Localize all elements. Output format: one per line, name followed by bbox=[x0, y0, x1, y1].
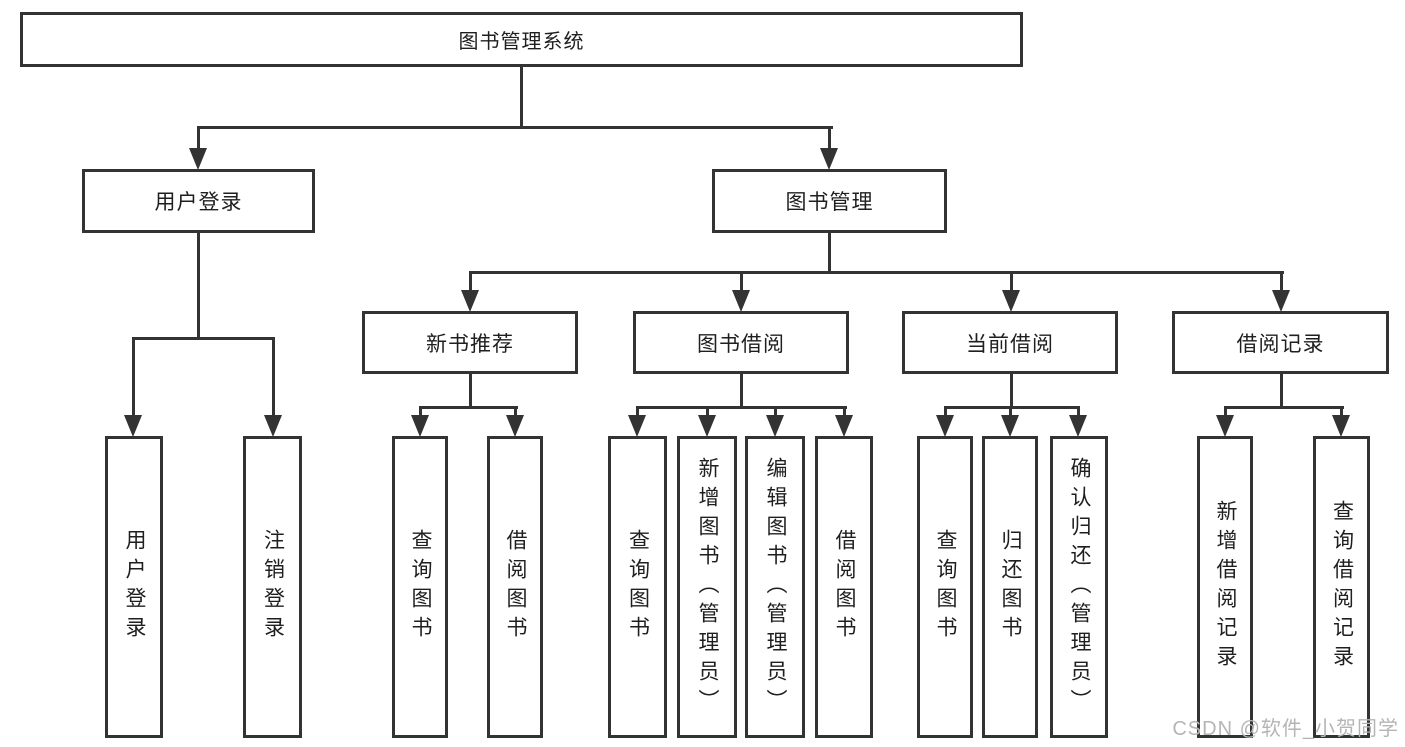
connector-line bbox=[944, 406, 947, 418]
arrowhead-down bbox=[835, 415, 853, 437]
leaf-query-books-2: 查询图书 bbox=[608, 436, 667, 738]
connector-line bbox=[132, 337, 135, 417]
arrowhead-down bbox=[732, 290, 750, 312]
leaf-borrow-books-1: 借阅图书 bbox=[487, 436, 543, 738]
arrowhead-down bbox=[189, 148, 207, 170]
connector-line bbox=[944, 406, 1080, 409]
node-borrow-records-label: 借阅记录 bbox=[1236, 332, 1325, 356]
leaf-borrow-books-2: 借阅图书 bbox=[815, 436, 873, 738]
connector-line bbox=[469, 374, 472, 409]
connector-line bbox=[740, 374, 743, 409]
leaf-query-books-1: 查询图书 bbox=[392, 436, 448, 738]
connector-line bbox=[706, 406, 709, 418]
node-root-label: 图书管理系统 bbox=[458, 31, 585, 53]
connector-line bbox=[828, 126, 831, 152]
node-book-borrow: 图书借阅 bbox=[633, 311, 849, 374]
leaf-edit-books-admin-label: 编辑图书（管理员） bbox=[764, 456, 788, 718]
leaf-confirm-return-admin-label: 确认归还（管理员） bbox=[1068, 456, 1092, 718]
connector-line bbox=[1009, 406, 1012, 418]
connector-line bbox=[132, 337, 275, 340]
node-borrow-records: 借阅记录 bbox=[1172, 311, 1389, 374]
connector-line bbox=[1224, 406, 1227, 418]
leaf-query-books-1-label: 查询图书 bbox=[409, 529, 433, 645]
leaf-edit-books-admin: 编辑图书（管理员） bbox=[745, 436, 805, 738]
leaf-query-books-2-label: 查询图书 bbox=[626, 529, 650, 645]
arrowhead-down bbox=[820, 148, 838, 170]
node-user-login: 用户登录 bbox=[82, 169, 315, 233]
leaf-borrow-books-1-label: 借阅图书 bbox=[504, 529, 528, 645]
arrowhead-down bbox=[411, 415, 429, 437]
connector-line bbox=[1010, 374, 1013, 409]
connector-line bbox=[469, 271, 472, 293]
connector-line bbox=[740, 271, 743, 293]
connector-line bbox=[1077, 406, 1080, 418]
node-book-management-label: 图书管理 bbox=[785, 191, 874, 214]
connector-line bbox=[636, 406, 847, 409]
node-root: 图书管理系统 bbox=[20, 12, 1023, 67]
connector-line bbox=[1280, 374, 1283, 409]
connector-line bbox=[636, 406, 639, 418]
arrowhead-down bbox=[124, 415, 142, 437]
node-new-book-recommend: 新书推荐 bbox=[362, 311, 578, 374]
arrowhead-down bbox=[461, 290, 479, 312]
arrowhead-down bbox=[766, 415, 784, 437]
leaf-return-books: 归还图书 bbox=[982, 436, 1038, 738]
arrowhead-down bbox=[1001, 415, 1019, 437]
connector-line bbox=[774, 406, 777, 418]
arrowhead-down bbox=[506, 415, 524, 437]
leaf-add-borrow-record-label: 新增借阅记录 bbox=[1214, 500, 1238, 674]
connector-line bbox=[514, 406, 517, 418]
connector-line bbox=[1010, 271, 1013, 293]
connector-line bbox=[419, 406, 518, 409]
leaf-logout: 注销登录 bbox=[243, 436, 302, 738]
arrowhead-down bbox=[1216, 415, 1234, 437]
leaf-add-borrow-record: 新增借阅记录 bbox=[1197, 436, 1253, 738]
arrowhead-down bbox=[698, 415, 716, 437]
arrowhead-down bbox=[1272, 290, 1290, 312]
node-current-borrow: 当前借阅 bbox=[902, 311, 1118, 374]
leaf-query-borrow-record: 查询借阅记录 bbox=[1313, 436, 1370, 738]
arrowhead-down bbox=[936, 415, 954, 437]
connector-line bbox=[843, 406, 846, 418]
connector-line bbox=[419, 406, 422, 418]
connector-line bbox=[197, 233, 200, 340]
node-user-login-label: 用户登录 bbox=[154, 191, 243, 214]
leaf-query-books-3-label: 查询图书 bbox=[934, 529, 958, 645]
arrowhead-down bbox=[628, 415, 646, 437]
leaf-query-books-3: 查询图书 bbox=[917, 436, 973, 738]
node-new-book-recommend-label: 新书推荐 bbox=[426, 332, 514, 356]
leaf-add-books-admin-label: 新增图书（管理员） bbox=[696, 456, 720, 718]
connector-line bbox=[1280, 271, 1283, 293]
arrowhead-down bbox=[264, 415, 282, 437]
leaf-logout-label: 注销登录 bbox=[261, 529, 285, 645]
node-book-borrow-label: 图书借阅 bbox=[697, 332, 785, 356]
leaf-query-borrow-record-label: 查询借阅记录 bbox=[1330, 500, 1354, 674]
csdn-watermark: CSDN @软件_小贺同学 bbox=[1172, 718, 1399, 740]
leaf-user-login: 用户登录 bbox=[105, 436, 163, 738]
connector-line bbox=[197, 126, 200, 152]
connector-line bbox=[1340, 406, 1343, 418]
node-book-management: 图书管理 bbox=[712, 169, 947, 233]
connector-line bbox=[197, 126, 833, 129]
connector-line bbox=[272, 337, 275, 417]
connector-line bbox=[469, 271, 1284, 274]
arrowhead-down bbox=[1002, 290, 1020, 312]
connector-line bbox=[828, 233, 831, 274]
node-current-borrow-label: 当前借阅 bbox=[966, 332, 1054, 356]
arrowhead-down bbox=[1332, 415, 1350, 437]
leaf-borrow-books-2-label: 借阅图书 bbox=[833, 529, 857, 645]
connector-line bbox=[1224, 406, 1344, 409]
leaf-confirm-return-admin: 确认归还（管理员） bbox=[1050, 436, 1108, 738]
leaf-add-books-admin: 新增图书（管理员） bbox=[677, 436, 737, 738]
leaf-return-books-label: 归还图书 bbox=[999, 529, 1023, 645]
connector-line bbox=[520, 67, 523, 129]
arrowhead-down bbox=[1069, 415, 1087, 437]
leaf-user-login-label: 用户登录 bbox=[123, 529, 147, 645]
